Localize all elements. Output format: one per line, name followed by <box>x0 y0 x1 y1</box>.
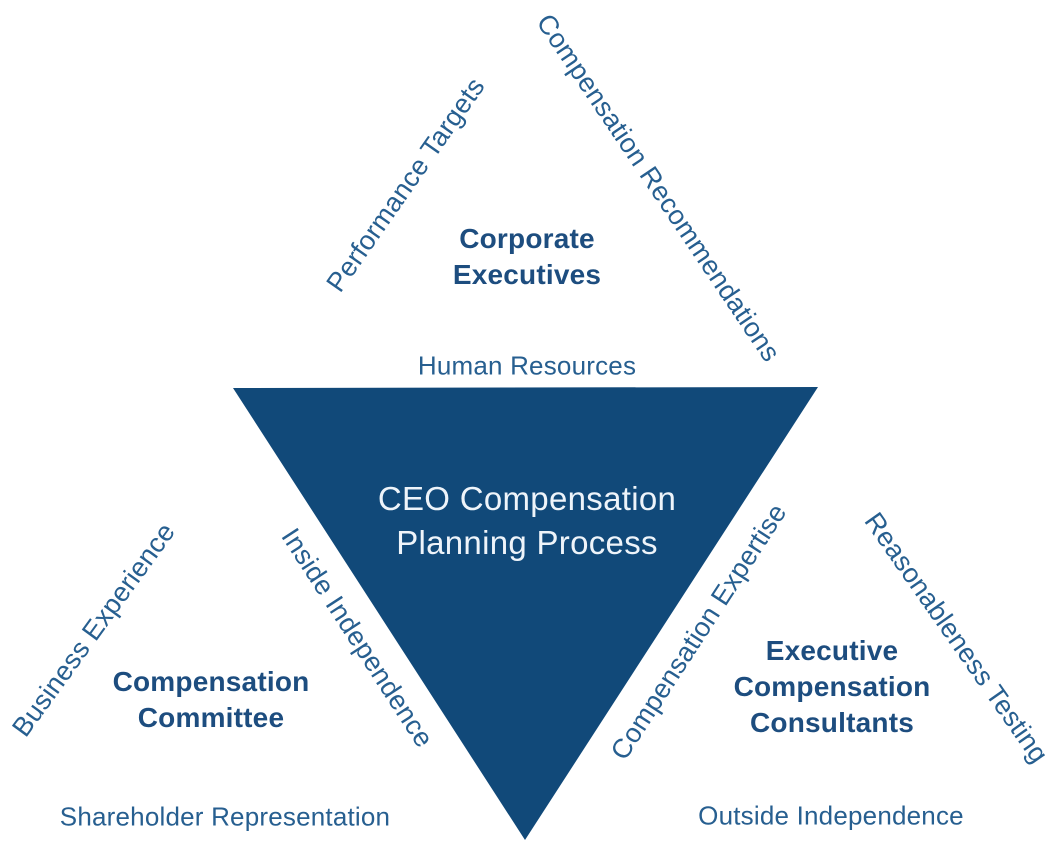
center-title-line1: CEO Compensation <box>377 480 677 517</box>
compensation-committee-line2: Committee <box>137 702 285 733</box>
corner-label-compensation-committee: Compensation Committee <box>113 664 310 736</box>
triangle-shape <box>233 387 818 840</box>
executive-compensation-consultants-line2: Compensation <box>733 671 931 702</box>
executive-compensation-consultants-line1: Executive <box>765 635 899 666</box>
compensation-committee-line1: Compensation <box>112 666 310 697</box>
base-label-human-resources: Human Resources <box>417 350 637 381</box>
corporate-executives-line1: Corporate <box>459 223 595 254</box>
base-label-outside-independence: Outside Independence <box>698 800 964 831</box>
center-title: CEO Compensation Planning Process <box>378 477 676 565</box>
base-label-shareholder-representation: Shareholder Representation <box>59 801 391 832</box>
corner-label-corporate-executives: Corporate Executives <box>453 221 601 293</box>
center-title-line2: Planning Process <box>396 524 658 561</box>
corporate-executives-line2: Executives <box>452 259 602 290</box>
corner-label-executive-compensation-consultants: Executive Compensation Consultants <box>734 633 931 741</box>
executive-compensation-consultants-line3: Consultants <box>750 707 914 738</box>
